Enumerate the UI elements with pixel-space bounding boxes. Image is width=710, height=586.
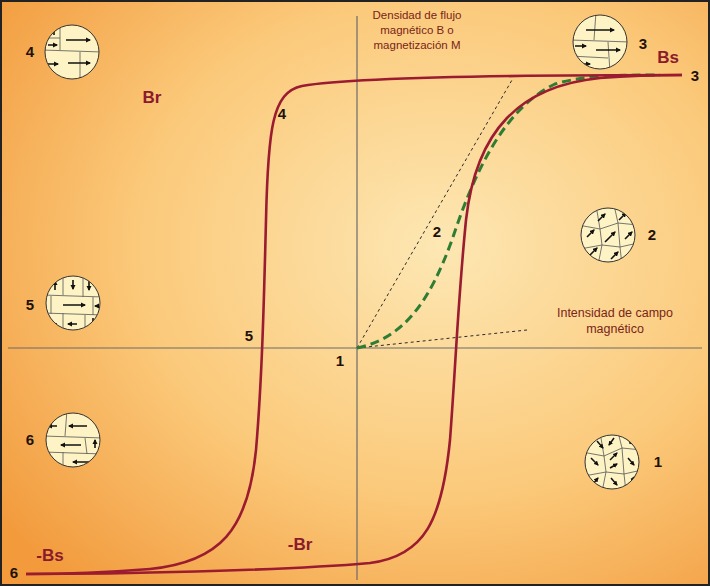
domain-circle	[43, 410, 103, 470]
callout-number: 3	[691, 67, 699, 85]
hysteresis-curve	[26, 75, 682, 574]
domain-circle	[578, 205, 638, 265]
hysteresis-curve	[26, 75, 682, 574]
vertical-axis	[356, 16, 357, 580]
curve-point-label: Bs	[657, 48, 679, 68]
domain-circle	[43, 273, 103, 333]
dashed-line	[357, 80, 512, 348]
curve-point-label: -Br	[288, 535, 313, 555]
horizontal-axis	[8, 347, 702, 348]
callout-number: 3	[639, 35, 647, 53]
callout-number: 2	[648, 226, 656, 244]
domain-circle	[42, 22, 102, 82]
domain-circle	[570, 12, 630, 72]
curve-point-label: -Bs	[36, 546, 63, 566]
dashed-line	[357, 330, 527, 348]
callout-number: 6	[10, 564, 18, 582]
callout-number: 4	[278, 105, 286, 123]
callout-number: 1	[654, 453, 662, 471]
callout-number: 2	[433, 223, 441, 241]
callout-number: 6	[26, 431, 34, 449]
callout-number: 5	[245, 327, 253, 345]
domain-circle	[582, 432, 642, 492]
callout-number: 4	[26, 43, 34, 61]
curve-point-label: Br	[143, 88, 162, 108]
axis-label: Intensidad de campo magnético	[535, 306, 695, 337]
callout-number: 5	[26, 296, 34, 314]
axis-label: Densidad de flujo magnético B o magnetiz…	[363, 8, 471, 53]
callout-number: 1	[336, 352, 344, 370]
